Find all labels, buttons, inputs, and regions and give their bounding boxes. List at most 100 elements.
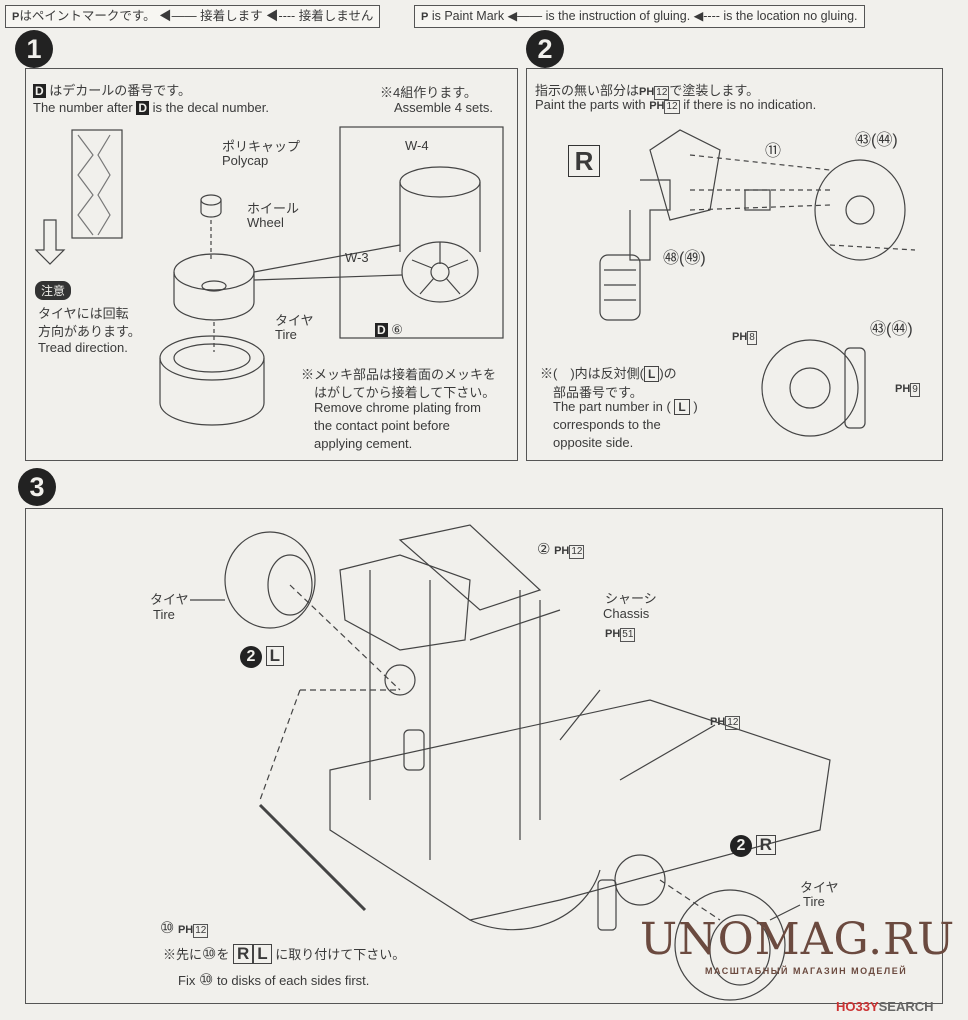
tire-left-label-jp: タイヤ [150, 592, 189, 607]
tire-left-label-en: Tire [153, 607, 175, 622]
decal-note-jp: D はデカールの番号です。 [33, 80, 191, 99]
polycap-label-jp: ポリキャップ [222, 139, 301, 154]
tire-label-en: Tire [275, 327, 297, 342]
legend-noglue-text: is the location no gluing. [723, 9, 858, 23]
paint-note-jp-post: で塗装します。 [669, 83, 760, 98]
tread-note-jp2: 方向があります。 [38, 324, 141, 339]
subassembly-2r: 2 R [730, 835, 776, 857]
paint-code: 12 [193, 924, 209, 938]
fix-note-jp-post: に取り付けて下さい。 [275, 947, 406, 962]
side-r-badge: R [233, 944, 254, 964]
step-number-1: 1 [15, 30, 53, 68]
ref-2-label: ② [537, 541, 551, 558]
paint-note-en-post: if there is no indication. [683, 97, 817, 112]
part-78-label: ㊽(㊾) [663, 250, 706, 267]
side-note-en3: opposite side. [553, 435, 634, 450]
side-r-badge: R [755, 835, 776, 855]
step-number-3: 3 [18, 468, 56, 506]
side-note-jp1-pre: ※( )内は反対側( [540, 366, 644, 381]
fix-note-en-post: to disks of each sides first. [216, 973, 370, 988]
paint-note-en-pre: Paint the parts with [535, 97, 646, 112]
side-note-en2: corresponds to the [553, 417, 661, 432]
side-note-jp2: 部品番号です。 [553, 385, 643, 400]
legend-glue-text: 接着します [200, 9, 263, 23]
paint-code: 8 [747, 331, 757, 345]
step-ref-icon: 2 [240, 646, 262, 668]
side-note-jp1-post: )の [659, 366, 677, 381]
chrome-note-en1: Remove chrome plating from [314, 400, 481, 415]
tire-right-drawing [674, 889, 786, 1001]
legend-paint-text: is Paint Mark [431, 9, 505, 23]
paint-note-jp-pre: 指示の無い部分は [535, 83, 640, 98]
fix-note-jp-pre: ※先に [163, 947, 203, 962]
side-note-en1: The part number in ( L ) [553, 399, 698, 415]
legend-en: P is Paint Mark ◀—— is the instruction o… [414, 5, 865, 28]
decal-badge: D [375, 323, 388, 337]
legend-paint-text: はペイントマークです。 [19, 9, 156, 23]
decal-badge: D [136, 101, 150, 115]
polycap-label-en: Polycap [222, 153, 269, 168]
part-w3-label: W-3 [345, 250, 369, 265]
tread-note-jp1: タイヤには回転 [38, 306, 129, 321]
subassembly-2l: 2 L [240, 646, 285, 668]
step-number-2: 2 [526, 30, 564, 68]
tire-right-label-en: Tire [803, 894, 825, 909]
part-11-label: ⑪ [765, 143, 782, 160]
sets-note-jp: ※4組作ります。 [380, 85, 477, 100]
stabilizer-drawing [258, 803, 367, 912]
wheel-drawing [173, 253, 255, 291]
wheel-label-en: Wheel [247, 215, 284, 230]
chassis-drawing [329, 699, 831, 921]
paint-code: 51 [620, 628, 636, 642]
paint-code: 12 [654, 86, 670, 100]
part-10-label: ⑩ [202, 946, 217, 963]
side-note-jp1: ※( )内は反対側(L)の [540, 363, 677, 382]
side-l-badge: L [644, 366, 660, 382]
part-73-label: ㊸(㊹) [855, 132, 898, 149]
step-ref-icon: 2 [730, 835, 752, 857]
disc-caliper-drawing [761, 339, 859, 437]
tire-label-jp: タイヤ [275, 313, 314, 328]
direction-arrow-icon [34, 219, 66, 265]
part-10-label: ⑩ [160, 920, 175, 937]
chassis-label-en: Chassis [603, 606, 650, 621]
side-r-badge: R [568, 145, 600, 177]
chrome-note-en2: the contact point before [314, 418, 450, 433]
step1-panel [25, 68, 518, 461]
tread-note-en: Tread direction. [38, 340, 128, 355]
watermark-title: UNOMAG.RU [640, 914, 956, 965]
paint-code: 12 [664, 100, 680, 114]
sets-note-en: Assemble 4 sets. [394, 100, 493, 115]
decal-6-label: D ⑥ [375, 322, 403, 338]
decal-note-en-pre: The number after [33, 100, 133, 115]
chrome-note-en3: applying cement. [314, 436, 413, 451]
paint-code: 9 [910, 383, 920, 397]
tire-right-label-jp: タイヤ [800, 880, 839, 895]
caution-badge: 注意 [35, 281, 72, 300]
tread-pattern-icon [71, 129, 123, 239]
hobby-search-credit: HO33YSEARCH [836, 999, 934, 1014]
chrome-note-jp1: ※メッキ部品は接着面のメッキを [301, 367, 497, 382]
side-l-badge: L [674, 399, 690, 415]
paint-code: 12 [569, 545, 585, 559]
side-l-badge: L [265, 646, 285, 666]
part-w4-label: W-4 [405, 138, 429, 153]
fix-note-en-pre: Fix [178, 973, 196, 988]
legend-jp: Pはペイントマークです。 ◀—— 接着します ◀‐‐‐‐ 接着しません [5, 5, 381, 28]
hub-drawing [649, 129, 721, 221]
chassis-label-jp: シャーシ [605, 591, 657, 606]
chassis-part-drawing [339, 554, 471, 651]
part-73b-label: ㊸(㊹) [870, 321, 913, 338]
step2-panel [526, 68, 943, 461]
tire-left-drawing [224, 531, 316, 629]
side-note-en1-post: ) [693, 399, 698, 414]
legend-glue-text: is the instruction of gluing. [545, 9, 691, 23]
